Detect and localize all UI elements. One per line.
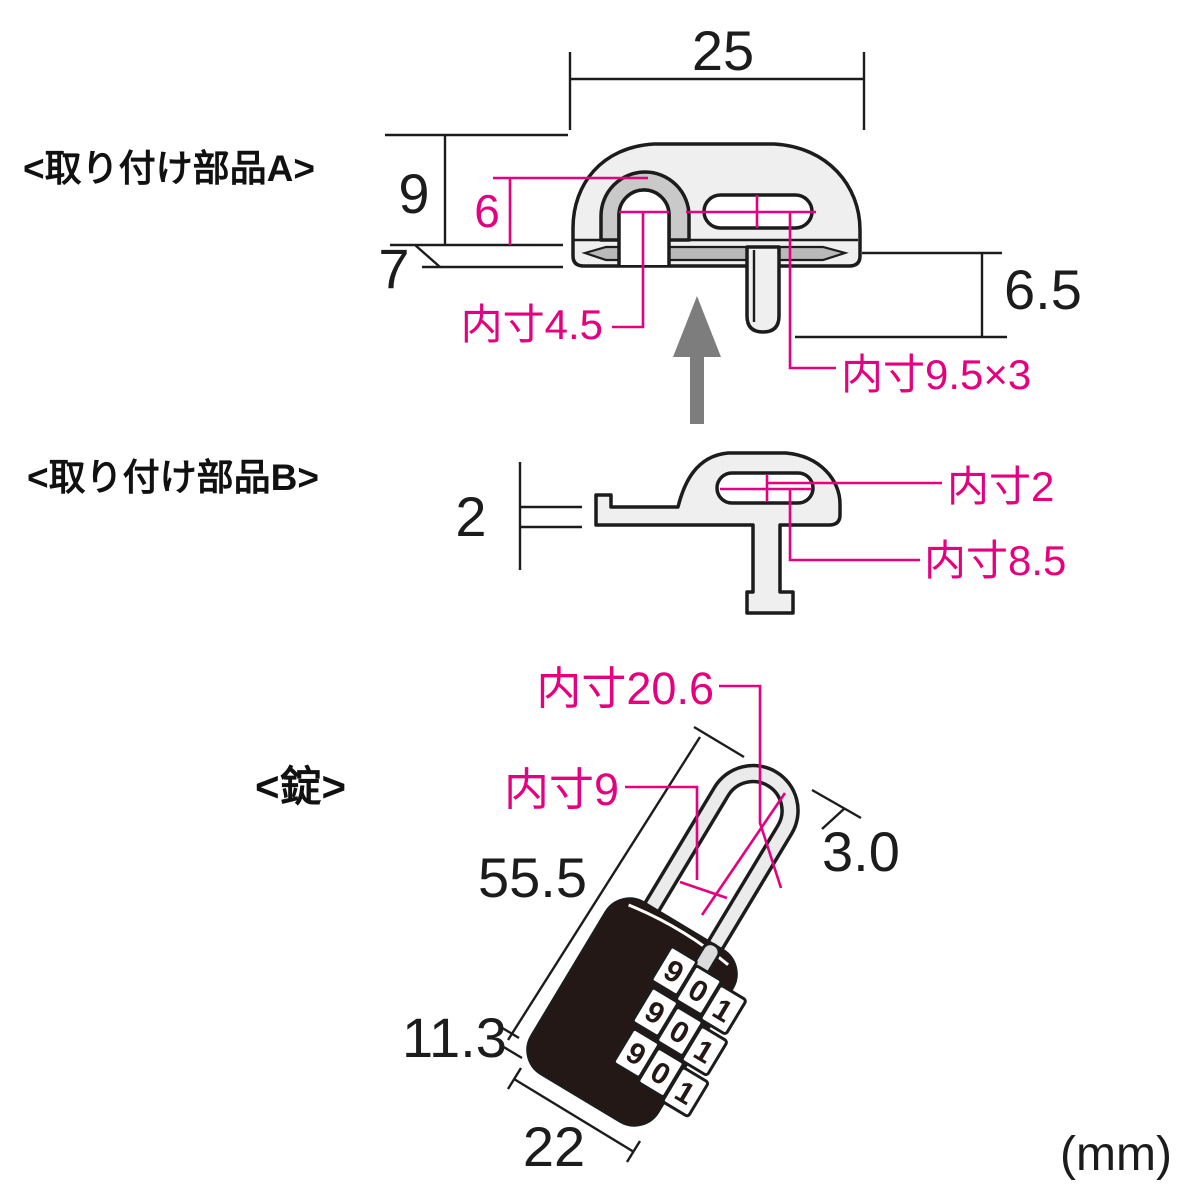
part-a-section: <取り付け部品A> 25 9 6 7 内寸4.5 6.5 内寸9.5×3: [23, 19, 1082, 424]
dim-tick: [625, 1140, 642, 1163]
leader-line: [788, 212, 836, 370]
part-b-pink-lines: [720, 474, 942, 562]
part-a-dimension-lines: [385, 52, 1007, 339]
dim-shackle-length-label: 内寸20.6: [536, 663, 714, 714]
part-b-section: <取り付け部品B> 2 内寸2 内寸8.5: [27, 451, 1066, 615]
lock-title: <錠>: [255, 763, 346, 810]
leader-line: [788, 489, 920, 562]
dial-row[interactable]: 9 0 1: [628, 986, 732, 1077]
dim-line: [513, 1077, 635, 1154]
dim-11-3-label: 11.3: [402, 1006, 507, 1069]
leader-line: [612, 212, 645, 329]
dim-shackle-width-label: 内寸9: [504, 764, 619, 815]
lock-pink-lines: [625, 684, 787, 916]
arrow-up-icon: [673, 296, 721, 424]
part-a-prong: [745, 245, 781, 334]
padlock-drawing: 9 0 1 9 0 1 9 0 1: [526, 763, 800, 1127]
dim-tick: [506, 1067, 523, 1090]
leader-line: [719, 684, 783, 889]
dial-cell[interactable]: [680, 1025, 728, 1077]
measure-tick: [679, 880, 728, 900]
dim-slot-inner-label: 内寸9.5×3: [841, 351, 1031, 398]
dim-tick: [498, 1024, 520, 1040]
dial-row[interactable]: 9 0 1: [609, 1027, 713, 1118]
dim-line: [811, 788, 862, 820]
dim-6-label: 6: [474, 185, 500, 237]
dial-cell[interactable]: [661, 1066, 709, 1118]
part-a-title: <取り付け部品A>: [23, 148, 315, 189]
dim-tick: [821, 807, 846, 830]
dim-slot-height-label: 内寸2: [947, 463, 1054, 510]
dim-tick: [693, 725, 745, 759]
dim-3-0-label: 3.0: [822, 820, 900, 883]
dial-row[interactable]: 9 0 1: [647, 945, 751, 1035]
dim-slot-width-label: 内寸8.5: [924, 537, 1066, 584]
leader-line: [625, 785, 699, 880]
lock-section: 9 0 1 9 0 1 9 0 1: [255, 663, 900, 1178]
dim-line: [414, 244, 441, 268]
dim-notch-inner-label: 内寸4.5: [461, 301, 603, 348]
dim-7-label: 7: [378, 237, 409, 300]
dim-6-5-label: 6.5: [1004, 258, 1082, 321]
part-a-pink-lines: [493, 176, 836, 370]
padlock-shackle: [640, 763, 800, 956]
dim-25-label: 25: [692, 19, 754, 82]
part-b-dimension-lines: [518, 462, 582, 570]
dim-tick: [501, 1044, 523, 1060]
part-a-drawing: [571, 142, 862, 334]
unit-note: (mm): [1060, 1128, 1172, 1181]
part-b-drawing: [594, 451, 842, 615]
dim-9-label: 9: [398, 162, 429, 225]
dim-22-label: 22: [523, 1115, 585, 1178]
dim-2-label: 2: [455, 485, 486, 548]
dial-cell[interactable]: [699, 984, 747, 1035]
part-b-title: <取り付け部品B>: [27, 457, 319, 498]
dim-55-5-label: 55.5: [478, 846, 587, 909]
